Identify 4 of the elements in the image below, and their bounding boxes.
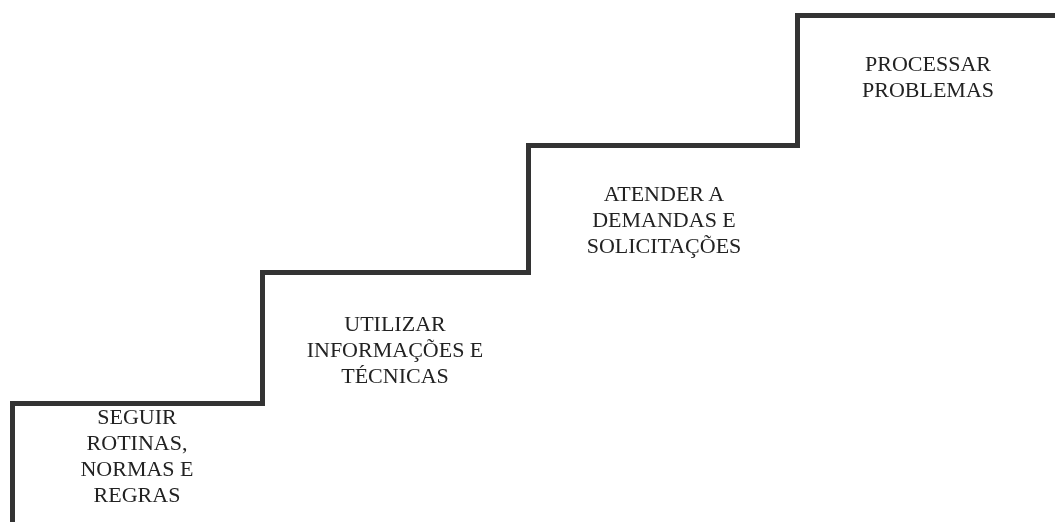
step-label: SEGUIR ROTINAS, NORMAS E REGRAS — [72, 404, 202, 508]
step-label: PROCESSAR PROBLEMAS — [845, 51, 1011, 103]
step-label: UTILIZAR INFORMAÇÕES E TÉCNICAS — [292, 311, 498, 389]
step-label: ATENDER A DEMANDAS E SOLICITAÇÕES — [566, 181, 762, 259]
